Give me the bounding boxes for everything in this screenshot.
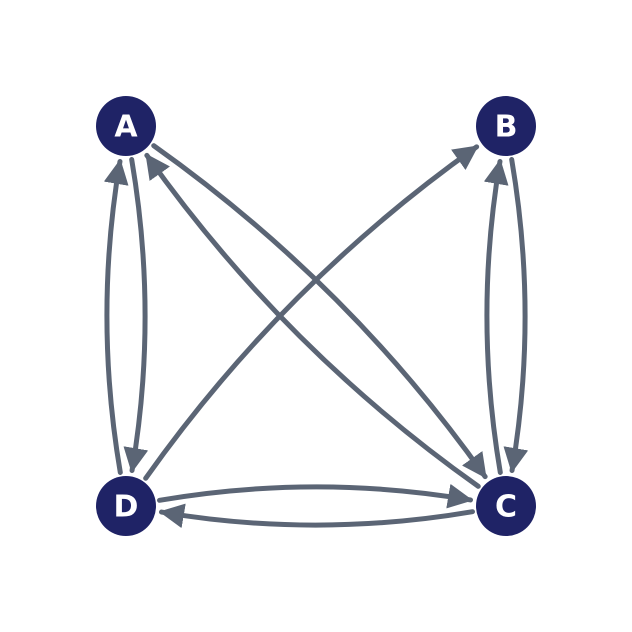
edge-d-to-b xyxy=(143,144,480,481)
edges-layer xyxy=(103,143,529,529)
node-b-circle xyxy=(476,96,536,156)
edge-b-to-c xyxy=(503,157,529,474)
edge-c-to-a xyxy=(144,152,481,489)
node-a-label: A xyxy=(114,110,138,145)
node-c-label: C xyxy=(495,490,517,525)
edge-d-to-a xyxy=(103,158,129,475)
edge-a-to-c xyxy=(151,143,488,480)
node-a-circle xyxy=(96,96,156,156)
node-b: B xyxy=(476,96,536,156)
edge-a-to-d xyxy=(123,157,149,474)
node-d-circle xyxy=(96,476,156,536)
node-a: A xyxy=(96,96,156,156)
nodes-layer: A B C D xyxy=(96,96,536,536)
edge-d-to-c xyxy=(157,483,474,509)
node-d: D xyxy=(96,476,156,536)
node-c-circle xyxy=(476,476,536,536)
edge-c-to-d xyxy=(158,503,475,529)
edge-c-to-b xyxy=(483,158,509,475)
node-d-label: D xyxy=(114,490,139,525)
node-b-label: B xyxy=(495,110,518,145)
node-c: C xyxy=(476,476,536,536)
